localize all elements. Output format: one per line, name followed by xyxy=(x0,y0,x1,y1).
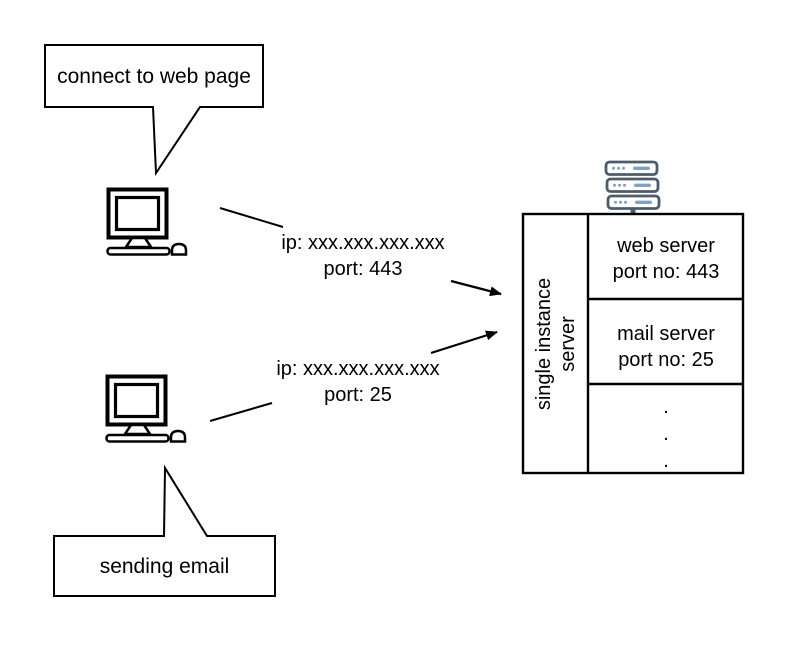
leader-line-web xyxy=(219,207,284,228)
speech-bubble-email-label: sending email xyxy=(99,554,230,578)
computer-icon-web-client xyxy=(105,187,188,257)
leader-line-mail xyxy=(209,402,273,422)
server-box-outline xyxy=(521,212,745,475)
server-side-label-line1: single instance xyxy=(533,277,555,411)
web-port-text: port: 443 xyxy=(323,258,403,280)
server-rack-icon xyxy=(604,160,661,216)
server-side-label-line2: server xyxy=(557,316,579,372)
server-row-web-name: web server xyxy=(617,235,715,257)
arrow-mail-request xyxy=(430,330,498,355)
speech-bubble-email xyxy=(53,464,276,597)
server-row-web: web server port no: 443 xyxy=(590,233,742,285)
computer-icon-mail-client xyxy=(104,374,187,444)
server-row-mail-name: mail server xyxy=(617,323,715,345)
server-box xyxy=(521,212,745,475)
server-row-mail: mail server port no: 25 xyxy=(590,321,742,373)
mail-connection-label: ip: xxx.xxx.xxx.xxx port: 25 xyxy=(258,356,458,408)
mail-ip-text: ip: xxx.xxx.xxx.xxx xyxy=(276,358,440,380)
ellipsis-dot: . xyxy=(663,450,669,472)
ellipsis-dot: . xyxy=(663,396,669,418)
server-side-label: single instance server xyxy=(532,212,580,476)
speech-bubble-connect-label: connect to web page xyxy=(57,64,251,88)
speech-bubble-connect xyxy=(44,44,264,177)
web-connection-label: ip: xxx.xxx.xxx.xxx port: 443 xyxy=(263,230,463,282)
ellipsis-dot: . xyxy=(663,423,669,445)
server-row-web-port: port no: 443 xyxy=(612,261,720,283)
arrow-web-request xyxy=(450,279,502,297)
mail-port-text: port: 25 xyxy=(324,384,392,406)
server-row-mail-port: port no: 25 xyxy=(618,349,714,371)
server-row-ellipsis: . . . xyxy=(590,394,742,475)
web-ip-text: ip: xxx.xxx.xxx.xxx xyxy=(281,232,445,254)
